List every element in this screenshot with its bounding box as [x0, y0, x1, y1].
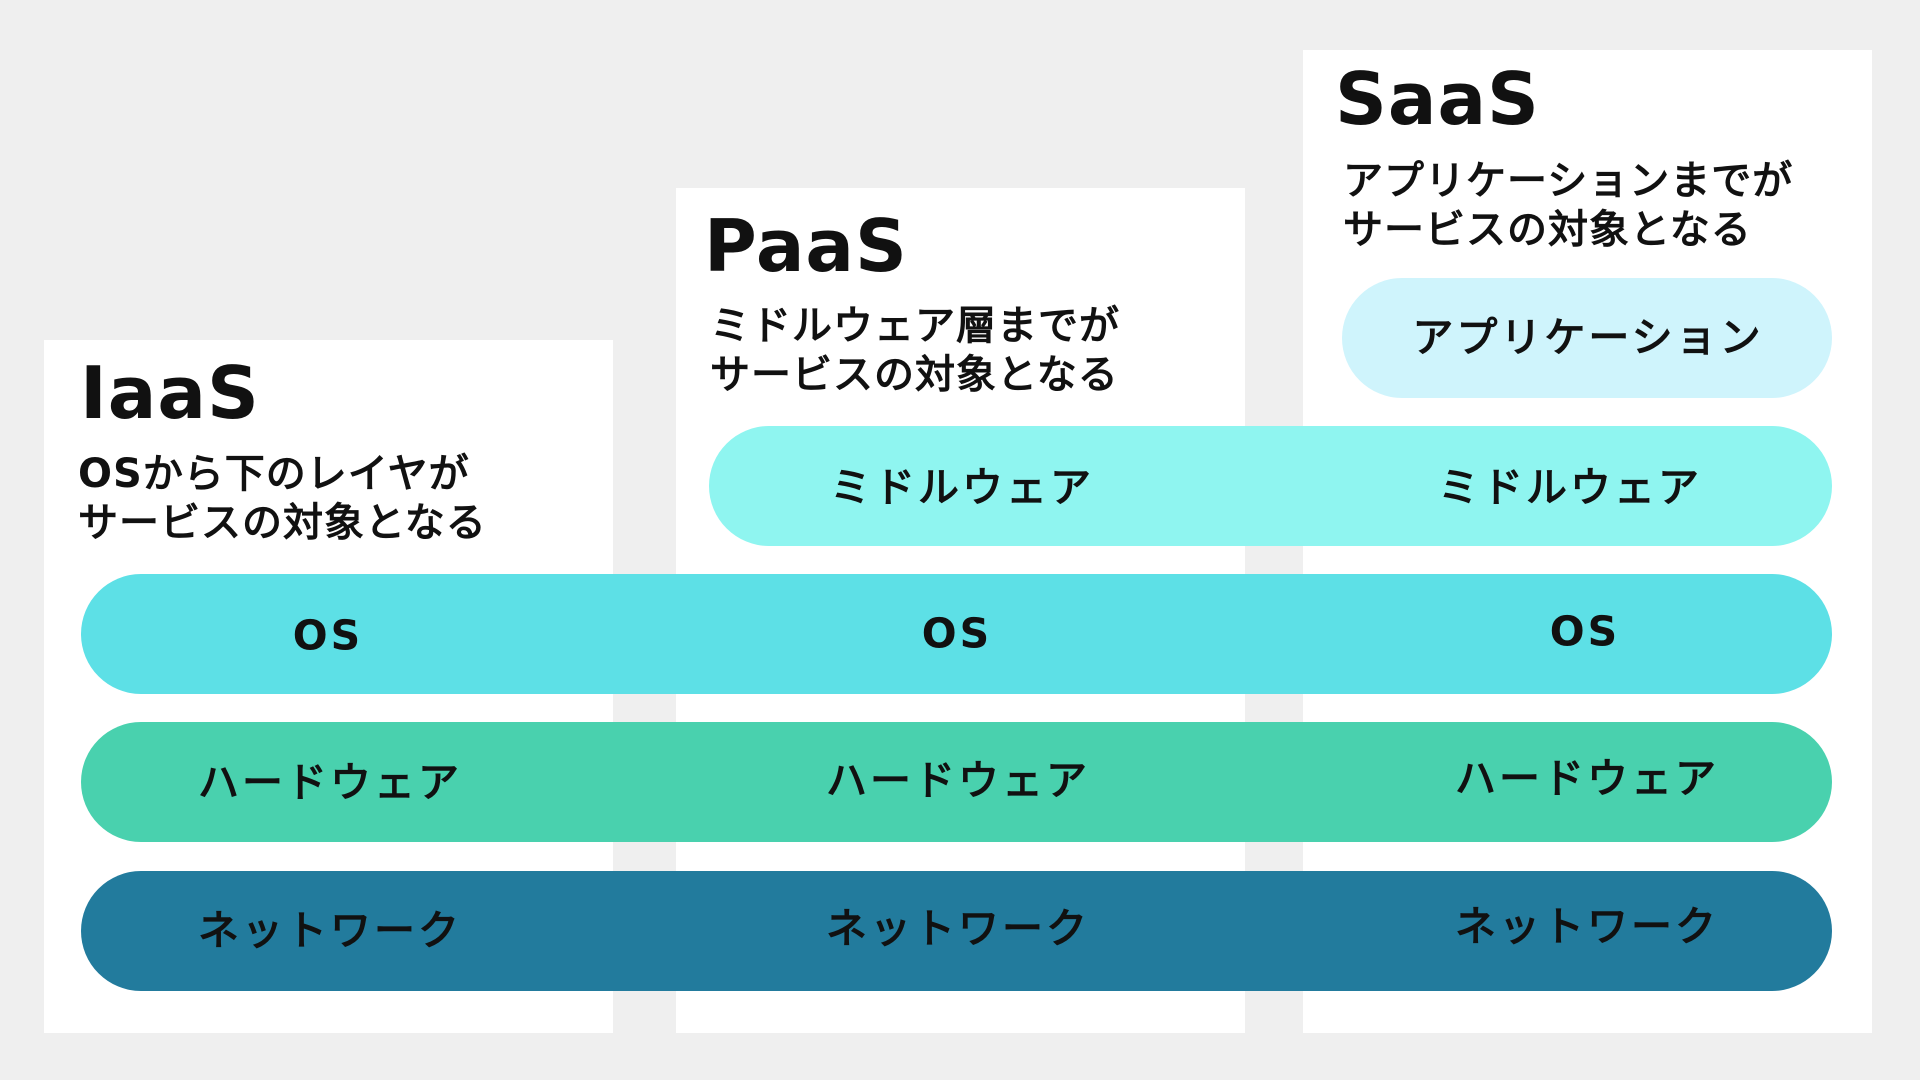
- middleware-label-paas: ミドルウェア: [830, 463, 1094, 512]
- iaas-title: IaaS: [80, 351, 260, 435]
- paas-title: PaaS: [704, 204, 908, 288]
- os-label-paas: OS: [921, 609, 993, 658]
- os-label-saas: OS: [1549, 607, 1621, 656]
- paas-description-line-1: ミドルウェア層までが: [710, 303, 1120, 349]
- network-layer: [81, 871, 1832, 991]
- middleware-layer: [709, 426, 1832, 546]
- paas-description: ミドルウェア層までが サービスの対象となる: [710, 302, 1120, 400]
- application-label-saas: アプリケーション: [1412, 313, 1764, 362]
- saas-title: SaaS: [1335, 57, 1540, 141]
- iaas-description-line-2: サービスの対象となる: [78, 500, 487, 546]
- hardware-label-iaas: ハードウェア: [198, 758, 462, 807]
- iaas-description: OSから下のレイヤが サービスの対象となる: [78, 450, 487, 548]
- os-layer: [81, 574, 1832, 694]
- paas-description-line-2: サービスの対象となる: [710, 352, 1119, 398]
- saas-description-line-1: アプリケーションまでが: [1343, 158, 1794, 204]
- network-label-iaas: ネットワーク: [198, 906, 462, 955]
- network-label-paas: ネットワーク: [826, 904, 1090, 953]
- hardware-label-saas: ハードウェア: [1455, 754, 1719, 803]
- hardware-label-paas: ハードウェア: [826, 756, 1090, 805]
- saas-description-line-2: サービスの対象となる: [1343, 207, 1752, 253]
- network-label-saas: ネットワーク: [1455, 902, 1719, 951]
- iaas-description-line-1: OSから下のレイヤが: [78, 451, 470, 497]
- os-label-iaas: OS: [292, 611, 364, 660]
- hardware-layer: [81, 722, 1832, 842]
- middleware-label-saas: ミドルウェア: [1438, 463, 1702, 512]
- application-layer: [1342, 278, 1832, 398]
- saas-description: アプリケーションまでが サービスの対象となる: [1343, 157, 1793, 255]
